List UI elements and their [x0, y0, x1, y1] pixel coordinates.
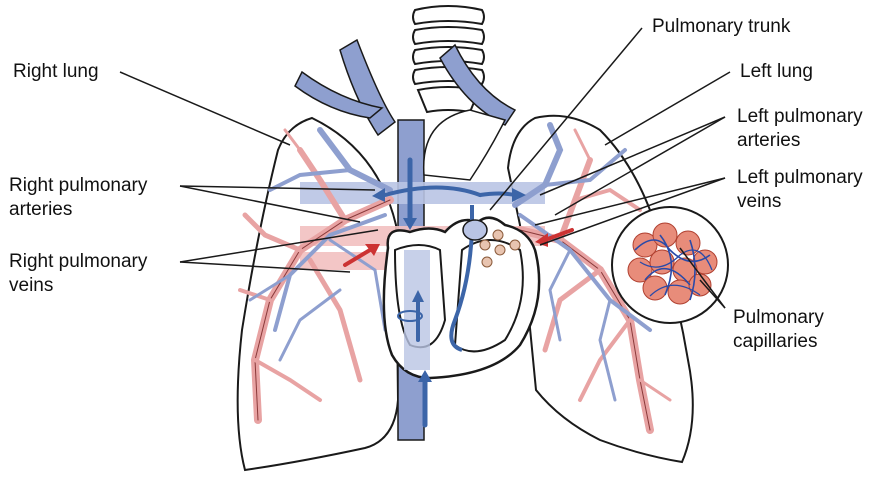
label-right-pulmonary-veins: Right pulmonary veins [9, 250, 147, 298]
heart [384, 205, 539, 378]
label-pulmonary-capillaries: Pulmonary capillaries [733, 306, 824, 354]
label-left-lung: Left lung [740, 60, 813, 84]
label-right-pulmonary-arteries: Right pulmonary arteries [9, 174, 147, 222]
label-right-lung: Right lung [13, 60, 99, 84]
label-pulmonary-trunk: Pulmonary trunk [652, 15, 790, 39]
capillary-inset [612, 207, 728, 323]
label-left-pulmonary-veins: Left pulmonary veins [737, 166, 863, 214]
label-left-pulmonary-arteries: Left pulmonary arteries [737, 105, 863, 153]
